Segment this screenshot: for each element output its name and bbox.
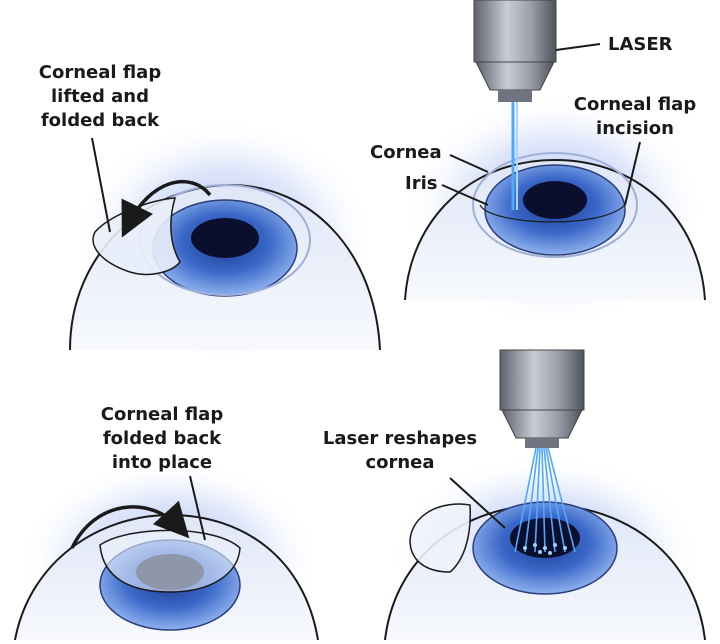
pupil [523, 181, 587, 219]
laser-housing [474, 0, 556, 62]
laser-tip [498, 90, 532, 102]
panel-laser-reshapes: Laser reshapes cornea [323, 350, 705, 640]
iris-label: Iris [405, 173, 437, 194]
laser-nozzle [502, 410, 582, 438]
flap-lifted-label-line-3: folded back [41, 110, 160, 131]
laser-housing [500, 350, 584, 410]
incision-label-line-1: Corneal flap [574, 94, 697, 115]
laser-leader [556, 44, 600, 50]
flap-lifted-label-line-1: Corneal flap [39, 62, 162, 83]
pupil [191, 218, 259, 258]
cornea-label: Cornea [370, 142, 442, 163]
reshapes-label-line-1: Laser reshapes [323, 428, 477, 449]
laser-tip [525, 438, 559, 448]
panel-flap-lifted: Corneal flap lifted and folded back [39, 62, 380, 360]
panel-flap-incision: LASER Corneal flap incision Cornea Iris [370, 0, 705, 325]
flap-replaced-label-line-2: folded back [103, 428, 222, 449]
panel-flap-replaced: Corneal flap folded back into place [15, 404, 320, 640]
laser-label: LASER [608, 34, 673, 55]
laser-nozzle [476, 62, 554, 90]
flap-lifted-label-line-2: lifted and [51, 86, 149, 107]
incision-label-line-2: incision [596, 118, 674, 139]
flap-replaced-label-line-1: Corneal flap [101, 404, 224, 425]
reshapes-label-line-2: cornea [365, 452, 434, 473]
flap-replaced-label-line-3: into place [112, 452, 212, 473]
